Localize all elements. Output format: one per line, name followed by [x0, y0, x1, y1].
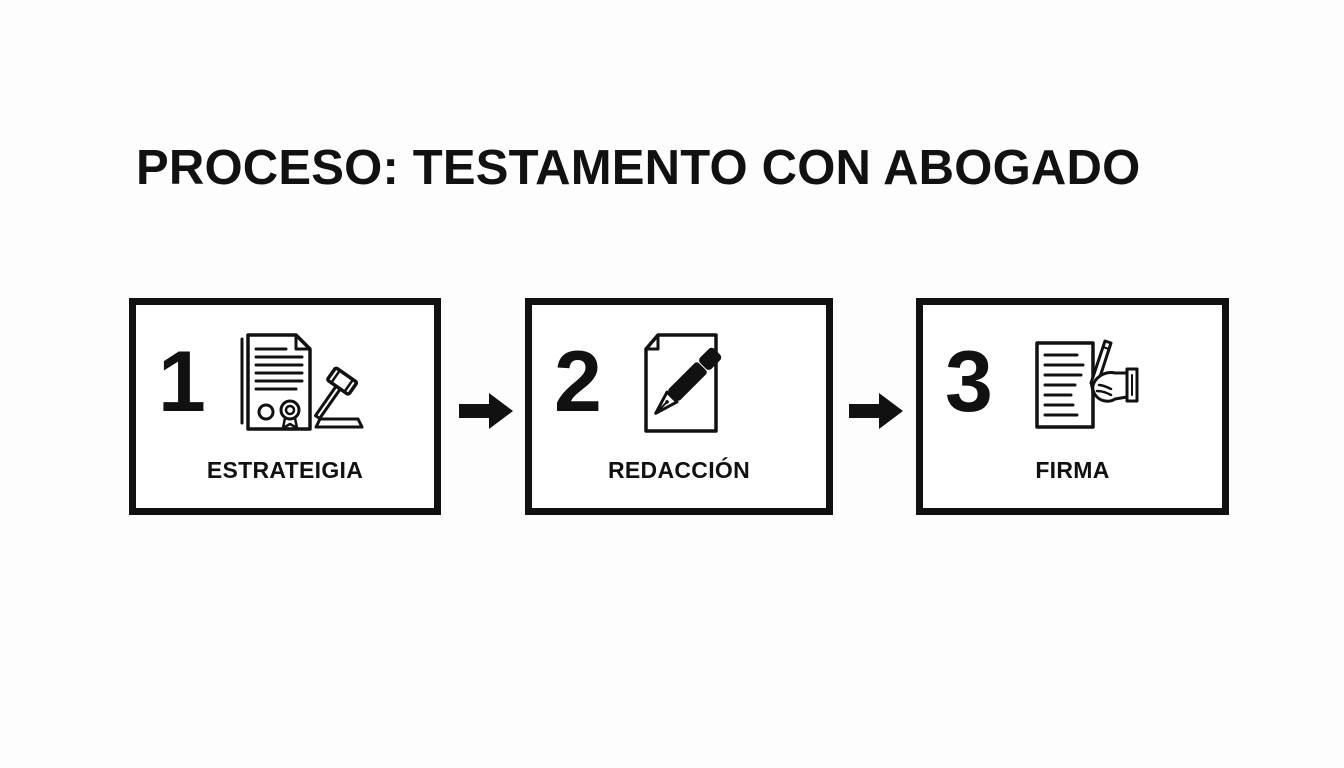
document-gavel-icon [240, 333, 364, 431]
arrow-right-icon [459, 393, 513, 429]
step-label: FIRMA [1035, 457, 1110, 483]
step-box-1: 1 ESTRATEIGIA [129, 298, 441, 515]
document-pen-icon [644, 333, 722, 433]
step-number: 1 [158, 334, 206, 430]
step-number: 2 [554, 334, 602, 430]
step-box-3: 3 FIRMA [916, 298, 1229, 515]
step-box-2: 2 REDACCIÓN [525, 298, 833, 515]
arrow-right-icon [849, 393, 903, 429]
step-number: 3 [945, 334, 993, 430]
hand-signing-icon [1035, 339, 1139, 429]
step-label: ESTRATEIGIA [206, 457, 364, 483]
diagram-title: PROCESO: TESTAMENTO CON ABOGADO [136, 141, 1141, 195]
step-label: REDACCIÓN [608, 457, 750, 483]
